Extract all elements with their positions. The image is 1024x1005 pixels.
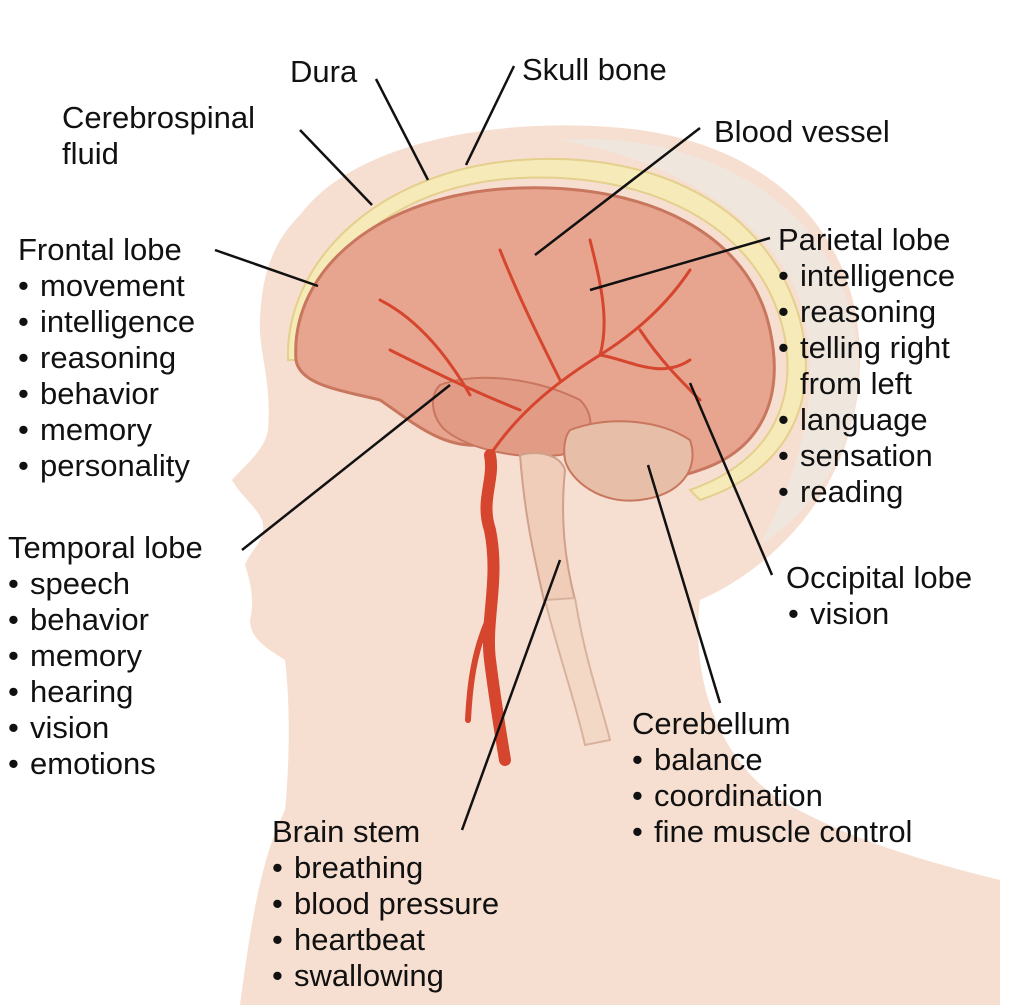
occipital-functions: •vision [786, 596, 972, 632]
parietal-title: Parietal lobe [778, 222, 951, 257]
list-item: •memory [8, 638, 142, 673]
label-cerebellum: Cerebellum •balance •coordination •fine … [632, 706, 912, 850]
list-item: •blood pressure [272, 886, 500, 921]
csf-title-line2: fluid [62, 136, 119, 171]
frontal-functions: •movement •intelligence •reasoning •beha… [18, 268, 195, 484]
list-item: •sensation [778, 438, 933, 473]
list-item: •swallowing [272, 958, 444, 993]
cerebellum-title: Cerebellum [632, 706, 791, 741]
label-parietal-lobe: Parietal lobe •intelligence •reasoning •… [778, 222, 955, 510]
list-item: •behavior [18, 376, 159, 411]
list-item: •vision [788, 596, 890, 631]
dura-title: Dura [290, 54, 358, 89]
list-item: •hearing [8, 674, 134, 709]
temporal-title: Temporal lobe [8, 530, 203, 565]
label-temporal-lobe: Temporal lobe •speech •behavior •memory … [8, 530, 203, 782]
artery-branch [465, 617, 491, 723]
list-item: •coordination [632, 778, 823, 813]
list-item: •telling right [778, 330, 950, 365]
cerebrum [294, 186, 776, 481]
list-item: •speech [8, 566, 130, 601]
label-frontal-lobe: Frontal lobe •movement •intelligence •re… [18, 232, 195, 484]
list-item: •breathing [272, 850, 424, 885]
list-item: •intelligence [18, 304, 196, 339]
list-item: •language [778, 402, 928, 437]
list-item: •movement [18, 268, 185, 303]
spinal-cord [543, 596, 612, 747]
list-item: •behavior [8, 602, 149, 637]
label-cerebrospinal-fluid: Cerebrospinal fluid [62, 100, 255, 172]
list-item: •reading [778, 474, 904, 509]
list-item: •fine muscle control [632, 814, 913, 849]
list-item: •reasoning [778, 294, 937, 329]
list-item: •vision [8, 710, 110, 745]
temporal-functions: •speech •behavior •memory •hearing •visi… [8, 566, 203, 782]
leader-lines [214, 65, 774, 831]
list-item: •emotions [8, 746, 156, 781]
list-item: •heartbeat [272, 922, 425, 957]
label-occipital-lobe: Occipital lobe •vision [786, 560, 972, 632]
parietal-functions: •intelligence •reasoning •telling right … [778, 258, 955, 510]
brain-stem-shape [518, 452, 577, 607]
list-item: •personality [18, 448, 190, 483]
brain-stem-title: Brain stem [272, 814, 421, 849]
list-item: •balance [632, 742, 763, 777]
skull-bone-title: Skull bone [522, 52, 667, 87]
label-dura: Dura [290, 54, 357, 90]
brain-stem-functions: •breathing •blood pressure •heartbeat •s… [272, 850, 499, 994]
blood-vessel-title: Blood vessel [714, 114, 890, 149]
carotid-artery [480, 449, 511, 766]
cerebellum-shape [563, 420, 694, 502]
label-brain-stem: Brain stem •breathing •blood pressure •h… [272, 814, 499, 994]
frontal-title: Frontal lobe [18, 232, 182, 267]
cerebellum-functions: •balance •coordination •fine muscle cont… [632, 742, 912, 850]
list-item: from left [800, 366, 912, 401]
scalp [560, 139, 859, 545]
csf-title-line1: Cerebrospinal [62, 100, 255, 135]
list-item: •reasoning [18, 340, 177, 375]
skull-bone-layer [286, 158, 807, 502]
list-item: •intelligence [778, 258, 956, 293]
occipital-title: Occipital lobe [786, 560, 973, 595]
list-item: •memory [18, 412, 152, 447]
label-blood-vessel: Blood vessel [714, 114, 890, 150]
label-skull-bone: Skull bone [522, 52, 667, 88]
